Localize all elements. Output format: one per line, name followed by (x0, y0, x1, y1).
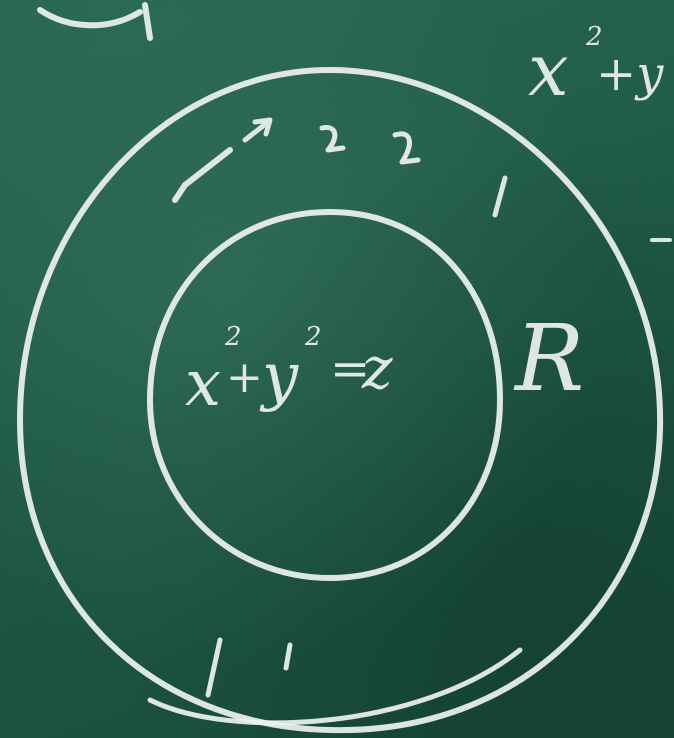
outer-circle-overlap (147, 647, 523, 726)
eq-rhs: z (361, 334, 393, 402)
eq-equals: = (330, 341, 370, 397)
top-right-rest: +y (596, 46, 664, 102)
tick-mark-6 (205, 637, 293, 698)
tick-mark-1 (172, 147, 233, 203)
tick-mark-3 (319, 124, 346, 153)
eq-y-sup: 2 (304, 322, 322, 352)
eq-plus: + (226, 352, 263, 403)
outer-circle (17, 67, 664, 734)
tick-mark-4 (392, 131, 421, 165)
top-left-stroke (37, 2, 153, 41)
top-right-x-sup: 2 (585, 22, 603, 52)
eq-x: x (185, 347, 221, 421)
tick-mark-5 (492, 175, 508, 218)
top-right-x: x (528, 28, 569, 112)
tick-mark-2 (242, 117, 273, 143)
eq-y: y (259, 340, 299, 414)
eq-x-sup: 2 (224, 322, 242, 352)
region-label: R (513, 305, 584, 412)
inner-circle (147, 209, 503, 581)
